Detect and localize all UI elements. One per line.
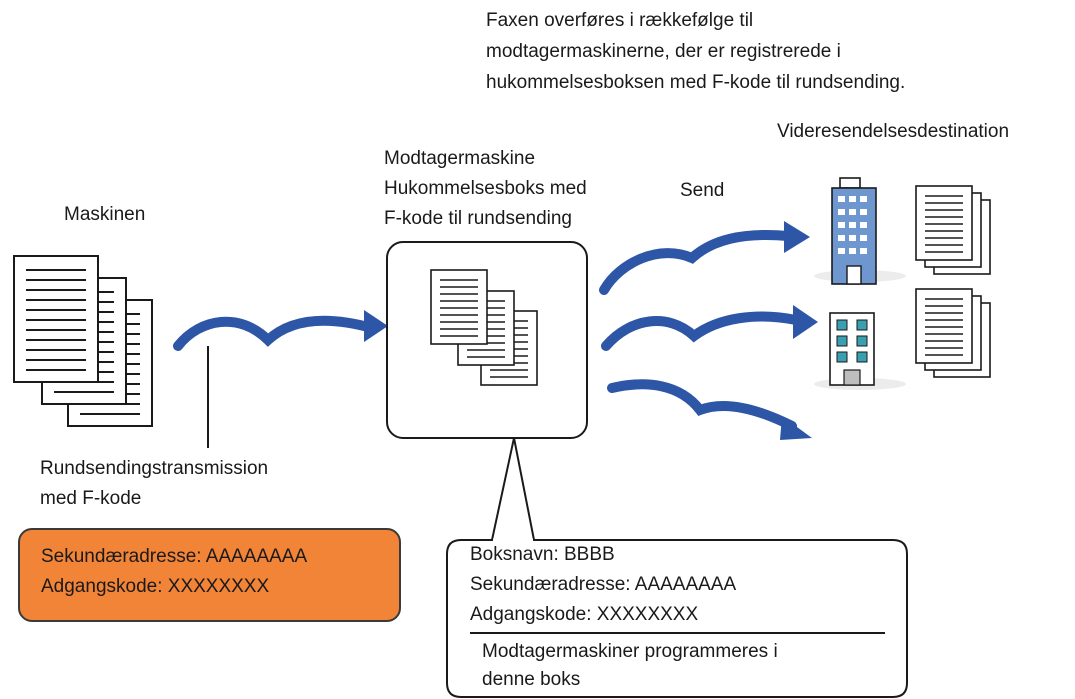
top-note: Faxen overføres i rækkefølge til modtage…: [486, 10, 906, 93]
box-name: Boksnavn: BBBB: [470, 544, 615, 565]
sender-document-stack-icon: [13, 255, 153, 427]
callout-divider: [470, 632, 885, 634]
send-arrow-3-head: [780, 416, 812, 440]
callout-content: Boksnavn: BBBB Sekundæradresse: AAAAAAAA…: [470, 540, 890, 630]
sender-settings-box: Sekundæradresse: AAAAAAAA Adgangskode: X…: [18, 528, 401, 622]
destination-label: Videresendelsesdestination: [777, 121, 1010, 142]
send-arrow-2-head: [793, 305, 818, 339]
box-passcode: Adgangskode: XXXXXXXX: [470, 604, 699, 625]
send-label: Send: [680, 180, 725, 201]
box-secondary-address: Sekundæradresse: AAAAAAAA: [470, 574, 737, 595]
receiver-label: Modtagermaskine Hukommelsesboks med F-ko…: [384, 148, 587, 229]
machine-label: Maskinen: [64, 204, 146, 225]
apartment-building-icon: [814, 312, 906, 390]
send-arrow-3: [607, 379, 797, 431]
callout-note: Modtagermaskiner programmeres i denne bo…: [482, 641, 778, 690]
transmission-label: Rundsendingstransmission med F-kode: [40, 458, 269, 509]
destination-1-document-stack-icon: [915, 185, 991, 275]
callout-box: [446, 539, 908, 698]
sender-passcode: Adgangskode: XXXXXXXX: [41, 576, 270, 597]
send-arrow-1: [599, 229, 793, 295]
arrow-head: [364, 310, 388, 342]
arrow-icon: [173, 315, 377, 351]
send-arrow-1-head: [784, 221, 810, 253]
office-building-icon: [814, 177, 906, 285]
callout-pointer: [491, 437, 535, 541]
destination-2-document-stack-icon: [915, 288, 991, 378]
sender-secondary-address: Sekundæradresse: AAAAAAAA: [41, 546, 308, 567]
send-arrow-2: [601, 311, 801, 351]
